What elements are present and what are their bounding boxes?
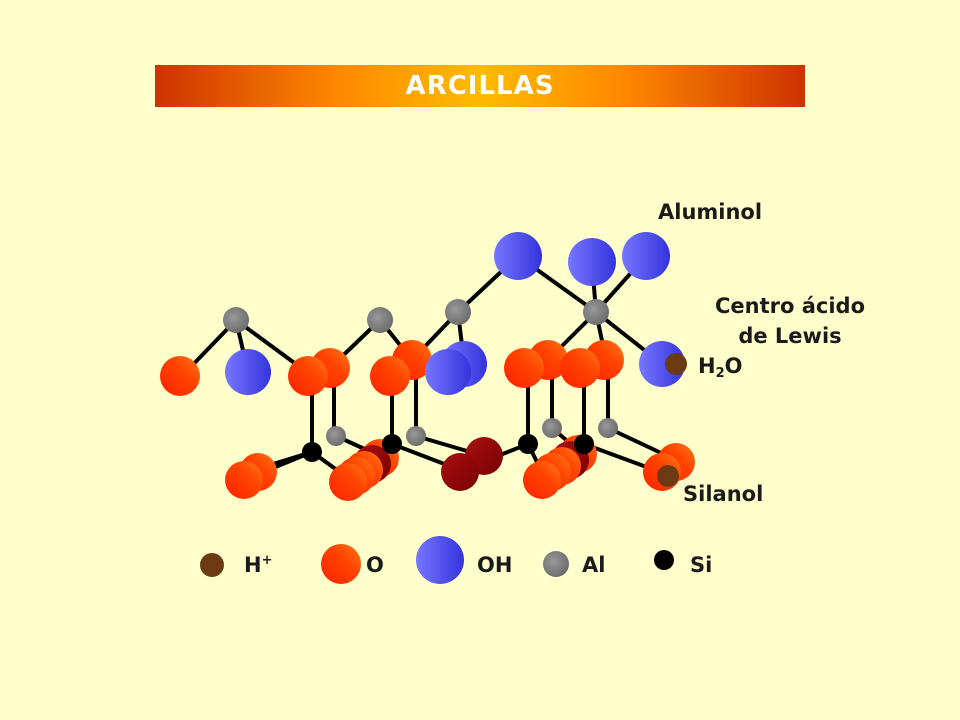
lewis-acid-line2: de Lewis — [738, 324, 842, 348]
legend-o-label: O — [366, 553, 384, 577]
aluminum-atoms — [223, 299, 609, 333]
legend-al-label: Al — [582, 553, 606, 577]
legend-o-icon — [321, 544, 361, 584]
water-label-subscript: 2 — [715, 366, 725, 381]
page-title: ARCILLAS — [405, 71, 555, 101]
legend-oh-icon — [416, 536, 464, 584]
legend-h-text: H — [244, 553, 262, 577]
proton-atoms — [657, 353, 687, 487]
legend-h-icon — [200, 553, 224, 577]
lewis-acid-label: Centro ácido de Lewis — [705, 291, 875, 351]
water-label: H2O — [698, 354, 742, 381]
title-banner: ARCILLAS — [155, 65, 805, 107]
lewis-acid-line1: Centro ácido — [714, 294, 865, 318]
legend-si-icon — [654, 550, 674, 570]
middle-oxygen-hydroxyl-row — [160, 340, 685, 396]
bottom-oxygen-layer — [225, 435, 695, 501]
aluminol-label: Aluminol — [658, 200, 763, 224]
legend-al-icon — [543, 551, 569, 577]
top-hydroxyl-layer — [494, 232, 670, 286]
legend-symbols — [200, 536, 674, 584]
water-label-o: O — [724, 354, 743, 378]
water-label-h: H — [698, 354, 716, 378]
silicon-aluminum-layer — [302, 418, 618, 462]
legend-oh-label: OH — [477, 553, 513, 577]
legend-h-superscript: + — [261, 553, 273, 568]
silanol-label: Silanol — [683, 482, 764, 506]
legend-h-label: H+ — [244, 553, 272, 577]
legend-si-label: Si — [690, 553, 713, 577]
